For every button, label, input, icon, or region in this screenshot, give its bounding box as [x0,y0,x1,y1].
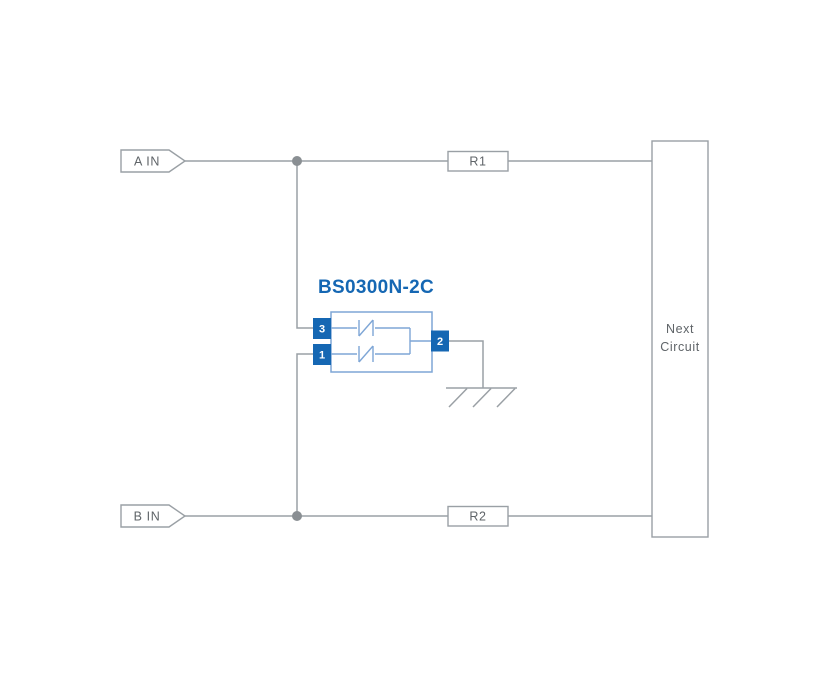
pin-3-block [313,318,331,339]
junction-dot-b [292,511,302,521]
wire-pin2-to-ground [449,340,484,388]
component-title: BS0300N-2C [318,277,434,298]
pin-2-block [431,330,449,352]
tvs-diode-bottom-icon [358,345,374,363]
resistor-r2-label: R2 [469,510,486,524]
junction-dot-a [292,156,302,166]
input-flag-b [120,504,187,528]
input-label-a: A IN [134,155,160,169]
tvs-diode-top-icon [358,319,374,337]
component-body [330,311,433,373]
next-circuit-box [651,140,709,538]
pin-2-label: 2 [437,336,443,348]
input-flag-a [120,149,187,173]
resistor-r2 [447,505,509,527]
resistor-r1-label: R1 [469,155,486,169]
chassis-ground-icon [446,387,517,408]
wire-branch-to-pin1 [296,353,313,516]
next-circuit-label-line2: Circuit [660,340,700,354]
input-label-b: B IN [134,510,161,524]
resistor-r1 [447,150,509,172]
wire-branch-to-pin3 [296,161,313,329]
pin-3-label: 3 [319,324,325,336]
pin-1-label: 1 [319,350,325,362]
pin-1-block [313,344,331,365]
next-circuit-label-line1: Next [666,322,694,336]
